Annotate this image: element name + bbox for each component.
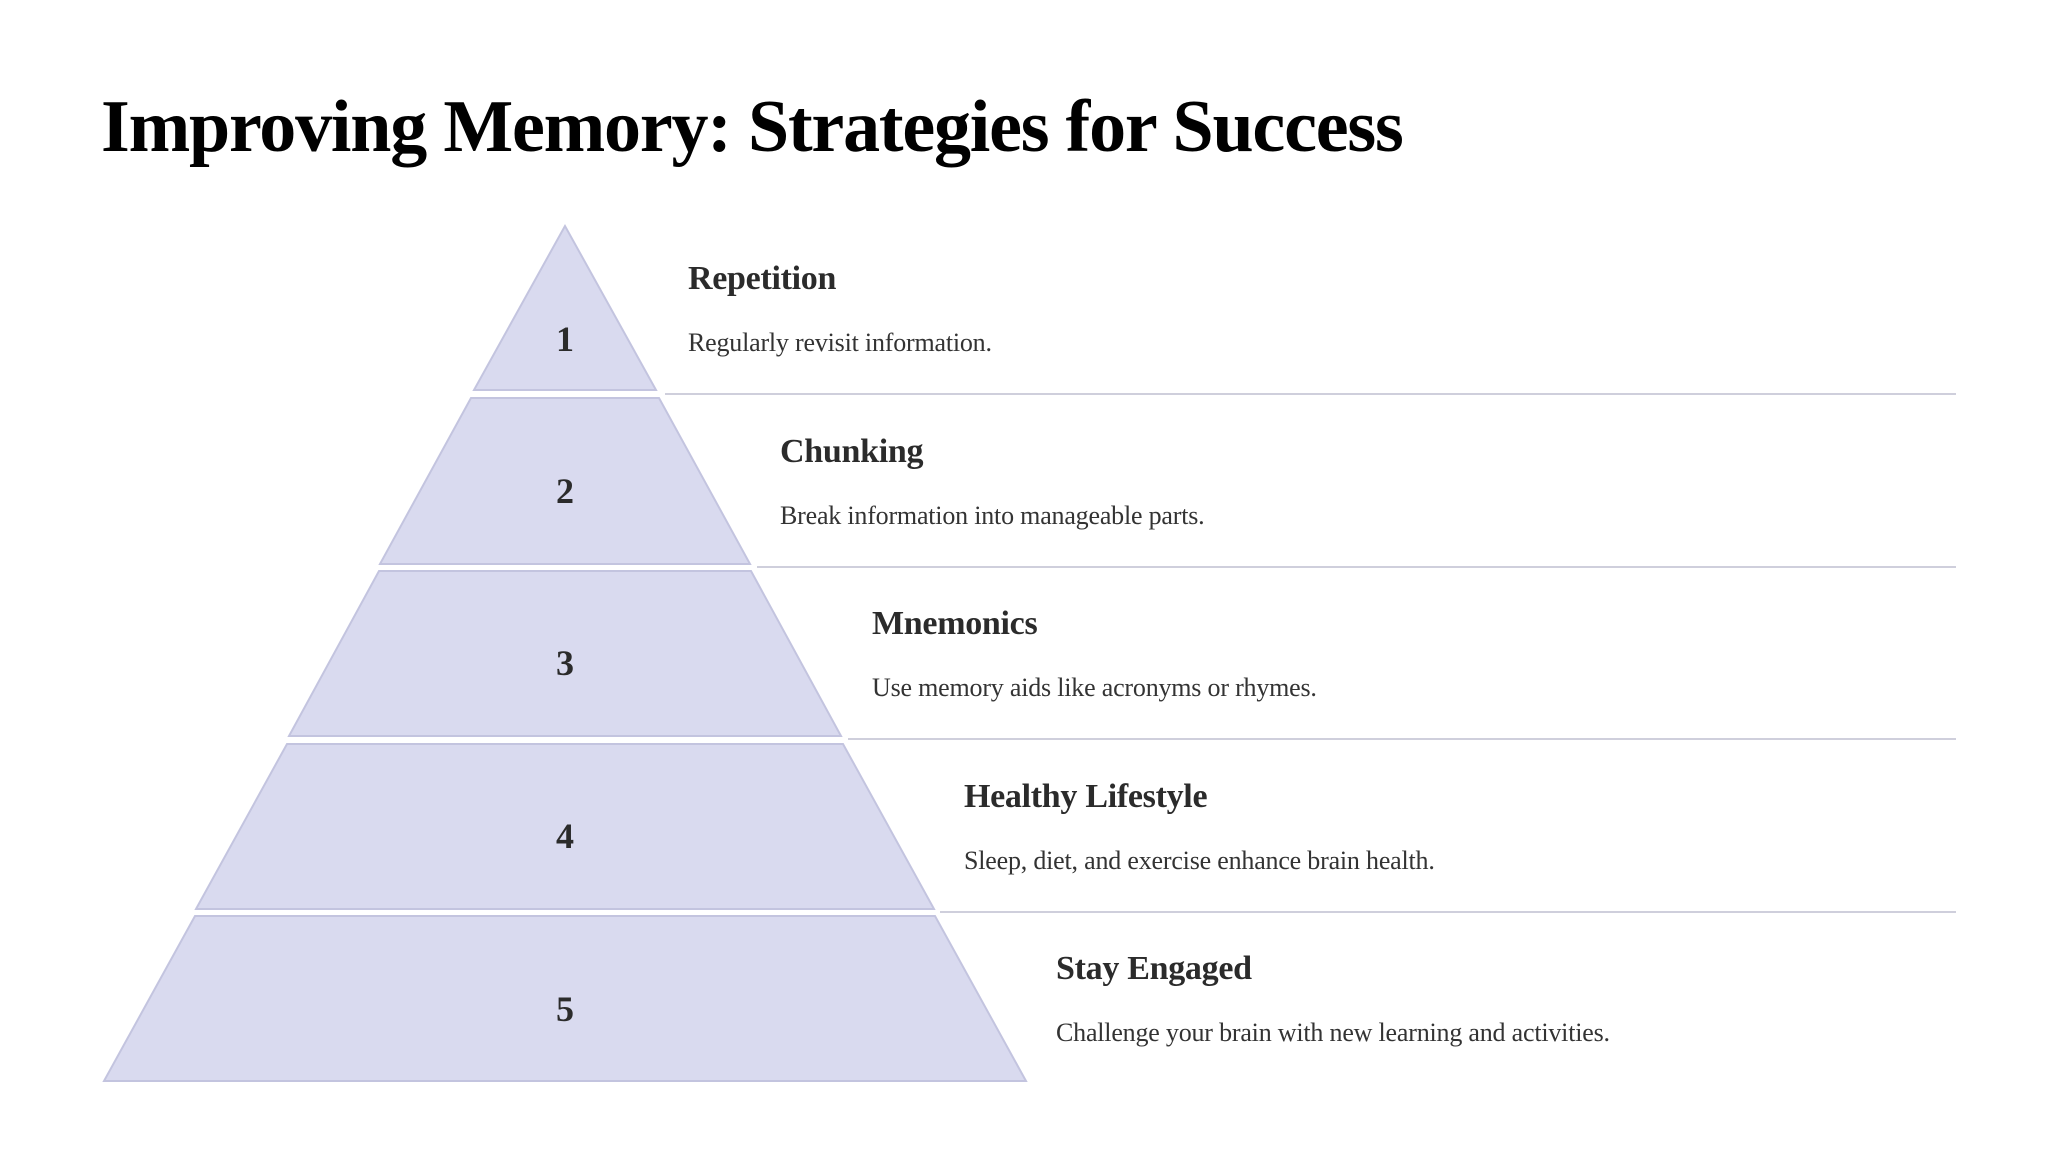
divider-1	[665, 393, 1956, 395]
level-description: Sleep, diet, and exercise enhance brain …	[964, 846, 1435, 875]
level-heading: Mnemonics	[872, 605, 1038, 642]
tier-number-2: 2	[556, 471, 574, 511]
level-heading: Healthy Lifestyle	[964, 778, 1208, 815]
level-2-text: Chunking Break information into manageab…	[780, 433, 1205, 531]
level-description: Break information into manageable parts.	[780, 501, 1205, 530]
level-heading: Chunking	[780, 433, 924, 470]
tier-number-3: 3	[556, 643, 574, 683]
divider-3	[848, 738, 1956, 740]
level-1-text: Repetition Regularly revisit information…	[688, 260, 992, 358]
level-description: Regularly revisit information.	[688, 328, 992, 357]
tier-number-5: 5	[556, 989, 574, 1029]
pyramid-tier-4: 4	[194, 743, 936, 910]
pyramid-tier-1: 1	[472, 223, 658, 391]
pyramid-tier-3: 3	[287, 570, 843, 737]
level-description: Challenge your brain with new learning a…	[1056, 1018, 1610, 1047]
divider-2	[757, 566, 1956, 568]
level-4-text: Healthy Lifestyle Sleep, diet, and exerc…	[964, 778, 1435, 876]
pyramid-tier-2: 2	[378, 397, 752, 565]
tier-number-1: 1	[556, 319, 574, 359]
tier-number-4: 4	[556, 816, 574, 856]
level-heading: Stay Engaged	[1056, 950, 1252, 987]
level-3-text: Mnemonics Use memory aids like acronyms …	[872, 605, 1317, 703]
pyramid-tier-5: 5	[102, 915, 1028, 1082]
level-5-text: Stay Engaged Challenge your brain with n…	[1056, 950, 1610, 1048]
page-title: Improving Memory: Strategies for Success	[101, 86, 1404, 168]
divider-4	[940, 911, 1956, 913]
level-description: Use memory aids like acronyms or rhymes.	[872, 673, 1317, 702]
level-heading: Repetition	[688, 260, 837, 297]
